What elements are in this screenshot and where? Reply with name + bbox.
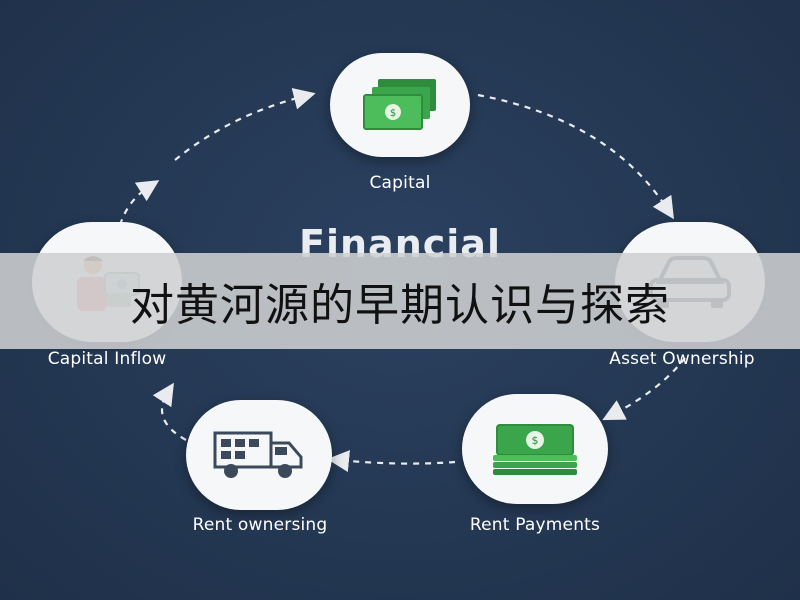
node-label-asset: Asset Ownership — [609, 349, 755, 369]
cash-stack-icon: $ — [493, 424, 577, 475]
truck-icon — [213, 431, 303, 478]
arrow-inflow-to-capital-a — [118, 180, 160, 226]
node-label-capital: Capital — [369, 173, 431, 193]
money-stack-icon: $ — [363, 79, 436, 130]
arrow-capital-to-asset — [477, 93, 674, 220]
arrow-rentowner-to-inflow — [152, 382, 187, 441]
arrow-rentpay-to-rentowner — [327, 450, 456, 473]
node-label-inflow: Capital Inflow — [47, 349, 167, 369]
arrow-inflow-to-capital-b — [174, 88, 316, 161]
node-rent-payments: $ — [462, 394, 608, 504]
node-label-rent-payments: Rent Payments — [469, 515, 601, 535]
node-rent-owner — [186, 400, 332, 510]
node-capital: $ — [330, 53, 470, 157]
svg-text:$: $ — [532, 434, 539, 447]
title-banner: 对黄河源的早期认识与探索 — [0, 253, 800, 349]
node-label-rent-owner: Rent ownersing — [192, 515, 328, 535]
banner-text: 对黄河源的早期认识与探索 — [130, 280, 670, 331]
svg-text:$: $ — [390, 108, 396, 119]
